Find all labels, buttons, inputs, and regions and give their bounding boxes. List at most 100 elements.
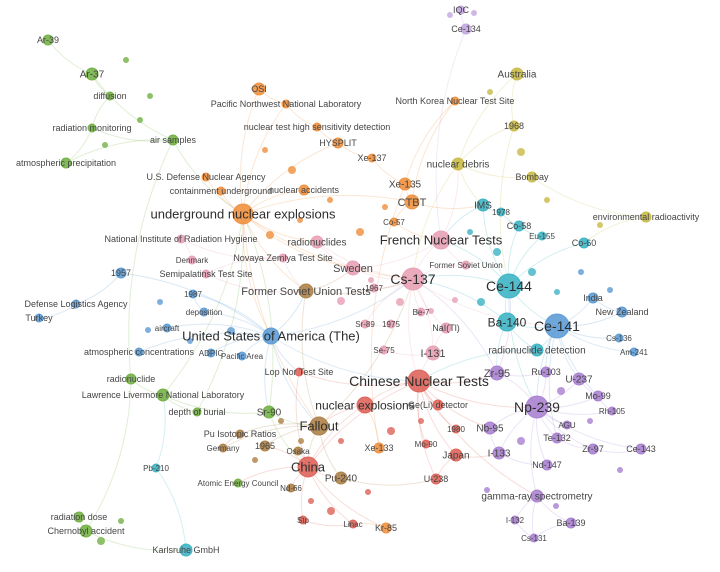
graph-node[interactable] [369,283,379,293]
graph-node[interactable] [380,522,392,534]
graph-node[interactable] [449,448,463,462]
graph-node[interactable] [640,211,652,223]
graph-node[interactable] [310,235,324,249]
graph-node[interactable] [425,345,441,361]
graph-node[interactable] [345,260,361,276]
graph-node[interactable] [460,23,472,35]
graph-node[interactable] [461,260,471,270]
graph-node[interactable] [252,82,266,96]
graph-node[interactable] [125,373,137,385]
graph-node[interactable] [293,446,303,456]
graph-node[interactable] [360,319,370,329]
graph-node[interactable] [398,177,412,191]
graph-node[interactable] [492,446,506,460]
graph-node[interactable] [134,347,144,357]
graph-node[interactable] [592,390,604,402]
graph-node[interactable] [510,515,520,525]
graph-node[interactable] [262,327,280,345]
graph-node[interactable] [587,292,599,304]
graph-node[interactable] [386,319,396,329]
graph-node[interactable] [572,372,586,386]
graph-node[interactable] [451,157,465,171]
graph-node[interactable] [298,283,314,299]
graph-node[interactable] [206,348,216,358]
graph-node[interactable] [105,91,115,101]
graph-node[interactable] [188,289,198,299]
graph-node[interactable] [483,421,497,435]
graph-node[interactable] [348,519,358,529]
graph-node[interactable] [367,153,377,163]
graph-node[interactable] [60,157,72,169]
graph-node[interactable] [635,443,647,455]
graph-node[interactable] [199,307,209,317]
graph-node[interactable] [607,406,617,416]
graph-node[interactable] [401,267,425,291]
graph-node[interactable] [87,123,97,133]
graph-node[interactable] [529,533,539,543]
graph-node[interactable] [407,369,431,393]
graph-node[interactable] [497,312,517,332]
graph-node[interactable] [179,543,193,557]
graph-node[interactable] [451,424,461,434]
graph-node[interactable] [156,388,170,402]
graph-node[interactable] [298,184,310,196]
graph-node[interactable] [281,99,291,109]
graph-node[interactable] [187,255,197,265]
graph-node[interactable] [476,198,490,212]
graph-node[interactable] [508,120,520,132]
graph-node[interactable] [421,439,431,449]
graph-node[interactable] [151,463,161,473]
graph-node[interactable] [79,524,93,538]
graph-node[interactable] [167,134,179,146]
graph-node[interactable] [216,186,226,196]
graph-node[interactable] [278,253,288,263]
graph-node[interactable] [496,273,522,299]
graph-node[interactable] [404,194,420,210]
graph-node[interactable] [237,351,247,361]
graph-node[interactable] [73,511,85,523]
graph-node[interactable] [614,333,624,343]
graph-node[interactable] [565,517,577,529]
graph-node[interactable] [201,269,211,279]
graph-node[interactable] [309,416,329,436]
graph-node[interactable] [416,307,426,317]
graph-node[interactable] [456,5,466,15]
graph-node[interactable] [629,347,639,357]
graph-node[interactable] [489,365,505,381]
graph-node[interactable] [450,96,460,106]
graph-node[interactable] [526,171,538,183]
graph-node[interactable] [356,396,374,414]
graph-node[interactable] [192,407,202,417]
graph-node[interactable] [616,306,628,318]
graph-node[interactable] [259,440,271,452]
graph-node[interactable] [587,443,599,455]
graph-node[interactable] [262,405,276,419]
graph-node[interactable] [530,489,544,503]
graph-node[interactable] [294,367,304,377]
graph-node[interactable] [540,366,552,378]
graph-node[interactable] [312,122,322,132]
graph-node[interactable] [176,234,186,244]
graph-node[interactable] [431,230,451,250]
graph-node[interactable] [562,420,572,430]
graph-node[interactable] [286,483,296,493]
graph-node[interactable] [537,231,547,241]
graph-node[interactable] [298,515,308,525]
graph-node[interactable] [162,323,172,333]
graph-node[interactable] [332,137,344,149]
graph-node[interactable] [218,443,228,453]
graph-node[interactable] [201,172,211,182]
graph-node[interactable] [496,207,506,217]
graph-node[interactable] [71,299,81,309]
graph-node[interactable] [233,478,243,488]
graph-node[interactable] [232,203,254,225]
graph-node[interactable] [115,267,127,279]
graph-node[interactable] [513,220,525,232]
graph-node[interactable] [379,345,389,355]
graph-node[interactable] [389,217,399,227]
graph-node[interactable] [297,456,319,478]
graph-node[interactable] [42,34,54,46]
graph-node[interactable] [85,67,99,81]
graph-node[interactable] [34,313,44,323]
graph-node[interactable] [334,471,348,485]
